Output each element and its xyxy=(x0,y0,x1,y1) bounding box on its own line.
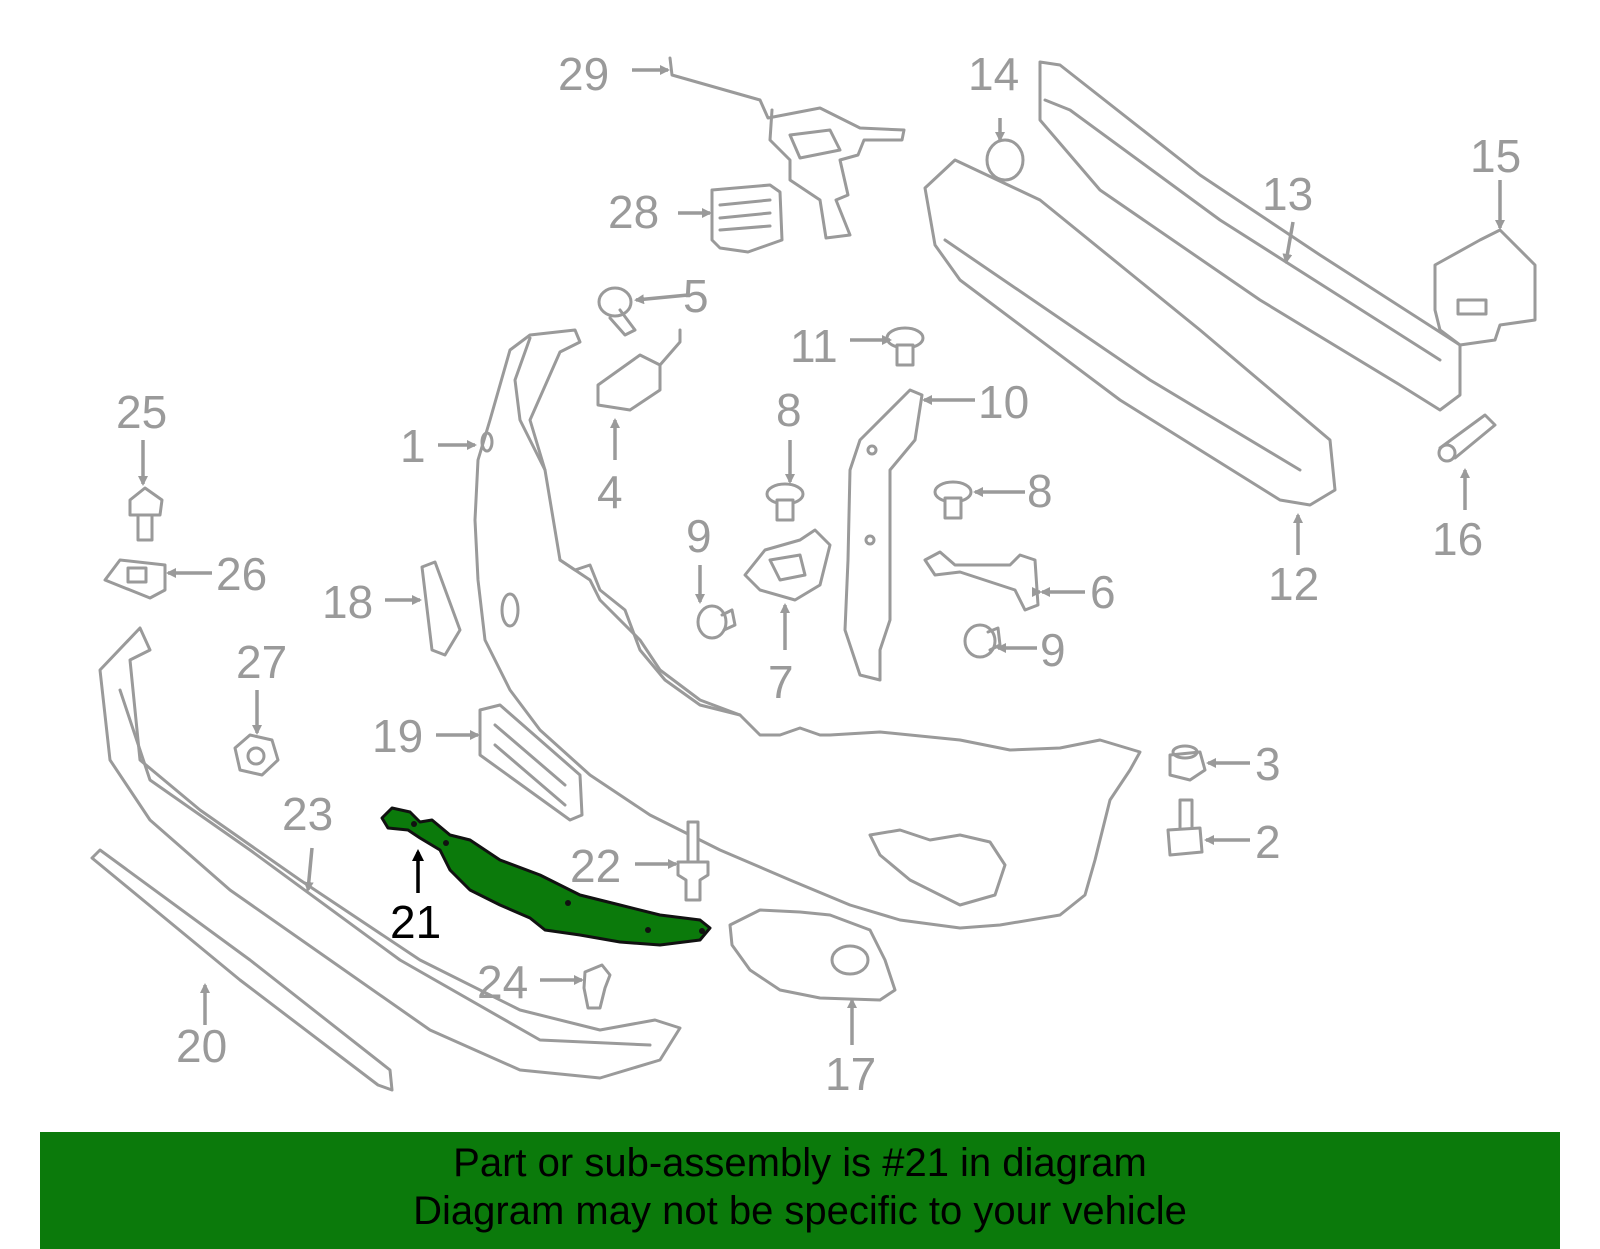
part-18-reflector xyxy=(420,560,462,657)
callout-9-left: 9 xyxy=(686,510,712,562)
callout-8-left: 8 xyxy=(776,384,802,436)
callout-3: 3 xyxy=(1255,738,1281,790)
callout-20: 20 xyxy=(176,1020,227,1072)
part-12-absorber xyxy=(923,158,1337,507)
part-8-clip-right xyxy=(933,480,973,520)
part-29-latch-bracket xyxy=(668,56,906,240)
part-14-plug xyxy=(985,138,1025,182)
callout-2: 2 xyxy=(1255,816,1281,868)
callout-13: 13 xyxy=(1262,168,1313,220)
callout-12: 12 xyxy=(1268,558,1319,610)
part-26-clip-nut xyxy=(103,558,167,600)
callout-21-highlighted: 21 xyxy=(390,896,441,948)
part-3-nut xyxy=(1168,744,1207,782)
callout-8-right: 8 xyxy=(1027,465,1053,517)
part-20-trim-strip xyxy=(90,848,394,1092)
part-16-bolt xyxy=(1437,413,1497,463)
part-21-highlighted-bracket xyxy=(380,806,712,947)
part-24-clip xyxy=(582,963,612,1010)
part-23-lower-valance xyxy=(98,626,682,1080)
callout-23: 23 xyxy=(282,788,333,840)
banner-line-part-number: Part or sub-assembly is #21 in diagram xyxy=(453,1141,1147,1185)
callout-labels: 29 28 14 13 15 16 12 5 4 11 8 8 10 9 7 6… xyxy=(116,48,1521,1100)
banner-line-disclaimer: Diagram may not be specific to your vehi… xyxy=(413,1189,1187,1233)
part-10-side-bracket xyxy=(843,388,924,682)
callout-4: 4 xyxy=(597,466,623,518)
part-9-clip-right xyxy=(963,623,1002,659)
part-25-bolt xyxy=(128,486,164,542)
callout-9-right: 9 xyxy=(1040,624,1066,676)
callout-18: 18 xyxy=(322,576,373,628)
callout-15: 15 xyxy=(1470,130,1521,182)
callout-16: 16 xyxy=(1432,513,1483,565)
callout-26: 26 xyxy=(216,548,267,600)
callout-1: 1 xyxy=(400,420,426,472)
part-8-clip-left xyxy=(765,482,805,522)
part-22-push-pin xyxy=(676,820,710,902)
part-4-bracket xyxy=(596,328,682,412)
callout-19: 19 xyxy=(372,710,423,762)
part-17-fog-bezel xyxy=(728,908,897,1002)
callout-27: 27 xyxy=(236,636,287,688)
callout-28: 28 xyxy=(608,186,659,238)
part-11-clip xyxy=(885,326,925,367)
part-19-grille-insert xyxy=(478,703,584,822)
part-13-reinforcement-beam xyxy=(1038,60,1462,412)
callout-7: 7 xyxy=(768,656,794,708)
callout-17: 17 xyxy=(825,1048,876,1100)
part-5-fastener xyxy=(597,286,637,337)
part-27-nut xyxy=(233,733,280,777)
part-1-bumper-cover xyxy=(473,328,1142,930)
callout-5: 5 xyxy=(683,270,709,322)
callout-10: 10 xyxy=(978,376,1029,428)
part-15-bracket xyxy=(1433,228,1537,347)
callout-29: 29 xyxy=(558,48,609,100)
callout-11: 11 xyxy=(790,320,838,372)
part-2-bolt xyxy=(1166,798,1204,857)
info-banner: Part or sub-assembly is #21 in diagram D… xyxy=(40,1132,1560,1249)
callout-arrows xyxy=(138,65,1505,1045)
part-9-clip-left xyxy=(696,604,737,640)
part-6-bracket xyxy=(923,550,1040,612)
callout-22: 22 xyxy=(570,840,621,892)
callout-14: 14 xyxy=(968,48,1019,100)
callout-6: 6 xyxy=(1090,566,1116,618)
callout-25: 25 xyxy=(116,386,167,438)
part-7-bracket xyxy=(743,528,832,602)
part-28-module xyxy=(710,183,784,254)
callout-24: 24 xyxy=(477,956,528,1008)
